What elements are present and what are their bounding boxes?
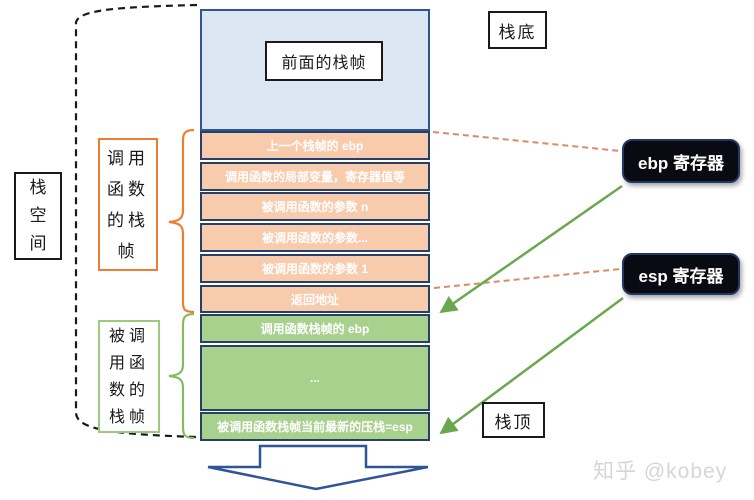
callee-frame-label: 被调用函数的栈帧 [108, 327, 149, 426]
stack-row-label: 被调用函数栈帧当前最新的压栈=esp [217, 420, 413, 434]
stack-space-bracket [74, 3, 198, 439]
stack-row-label: 返回地址 [290, 292, 339, 307]
caller-frame-label-box: 调用函数的栈帧 [98, 138, 158, 271]
stack-row-esp-top: 被调用函数栈帧当前最新的压栈=esp [200, 412, 430, 441]
esp-arrow-icon [439, 296, 624, 435]
stack-row-label: 上一个栈帧的 ebp [266, 139, 364, 153]
stack-row-label: 被调用函数的参数... [261, 231, 368, 245]
stack-row-arg-etc: 被调用函数的参数... [200, 223, 430, 252]
stack-row-label: 调用函数栈帧的 ebp [260, 322, 370, 336]
stack-growth-arrow-icon [207, 444, 429, 491]
esp-dashed-connector [433, 268, 621, 289]
stack-row-label: 被调用函数的参数 1 [261, 262, 368, 276]
caller-frame-brace [168, 128, 195, 314]
stack-row-label: 调用函数的局部变量，寄存器值等 [224, 170, 405, 184]
stack-space-label: 栈空间 [29, 178, 47, 253]
ebp-register-label: ebp 寄存器 [638, 153, 724, 173]
esp-register-label: esp 寄存器 [638, 266, 724, 286]
stack-top-label: 栈顶 [494, 412, 533, 432]
caller-frame-label: 调用函数的栈帧 [107, 148, 149, 261]
callee-frame-label-box: 被调用函数的栈帧 [98, 320, 160, 433]
ebp-arrow-icon [439, 184, 623, 314]
stack-bottom-label-box: 栈底 [488, 11, 547, 49]
stack-top-label-box: 栈顶 [482, 402, 545, 438]
stack-row-caller-ebp: 调用函数栈帧的 ebp [200, 314, 430, 343]
ebp-register-box: ebp 寄存器 [622, 139, 740, 183]
previous-frame-label-box: 前面的栈帧 [265, 41, 383, 81]
stack-row-arg-n: 被调用函数的参数 n [200, 192, 430, 221]
stack-row-label: 被调用函数的参数 n [261, 200, 369, 214]
previous-frame-label: 前面的栈帧 [281, 55, 367, 72]
previous-frame-section: 前面的栈帧 [200, 9, 430, 131]
stack-space-label-box: 栈空间 [14, 172, 62, 260]
ebp-dashed-connector [432, 131, 621, 152]
stack-row-label: ... [309, 371, 320, 385]
stack-row-arg-1: 被调用函数的参数 1 [200, 254, 430, 283]
esp-register-box: esp 寄存器 [622, 253, 740, 295]
stack-row-saved-ebp: 上一个栈帧的 ebp [200, 131, 430, 160]
callee-frame-brace [168, 312, 195, 440]
stack-row-return-address: 返回地址 [200, 285, 430, 313]
stack-row-locals: 调用函数的局部变量，寄存器值等 [200, 162, 430, 191]
stack-row-ellipsis: ... [200, 345, 430, 411]
stack-bottom-label: 栈底 [498, 22, 537, 42]
watermark: 知乎 @kobey [593, 460, 728, 483]
